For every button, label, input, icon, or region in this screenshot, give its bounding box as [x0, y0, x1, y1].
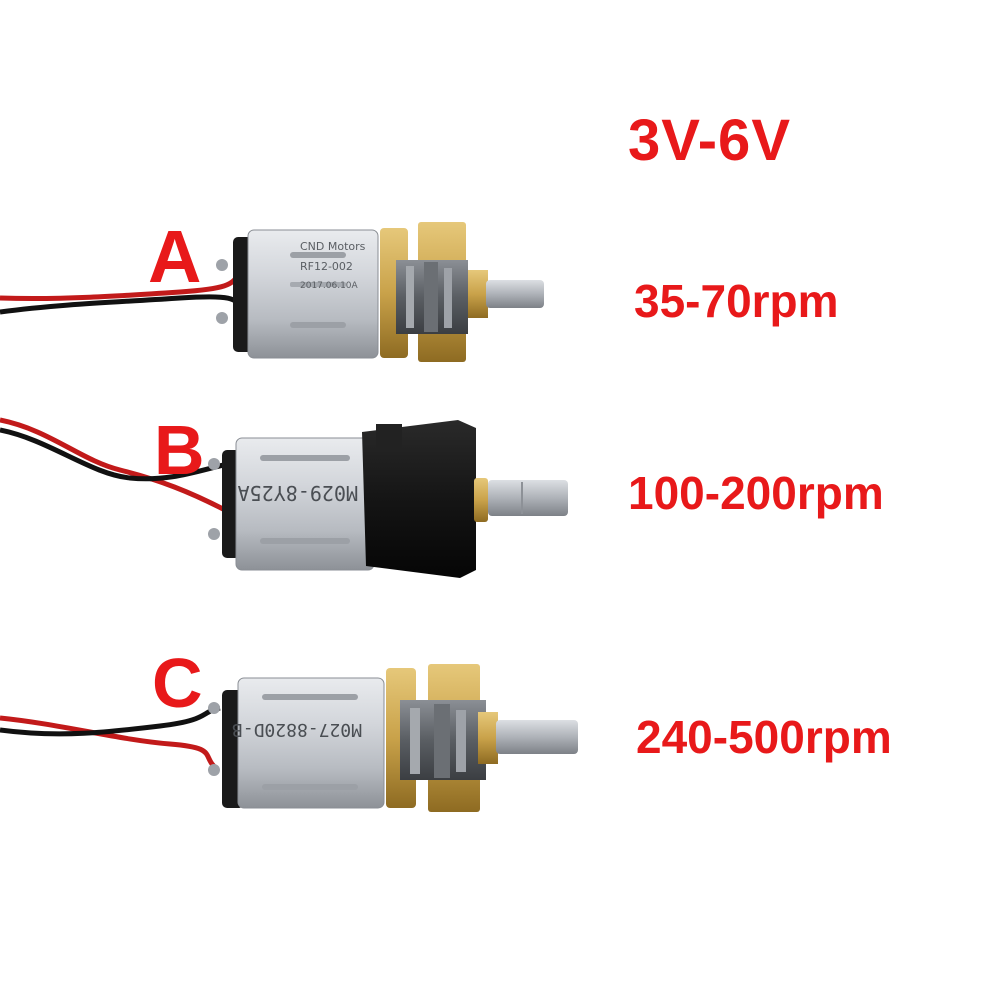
motor-a-print-line1: CND Motors [300, 240, 366, 253]
motor-b-wire-black [0, 427, 229, 482]
motor-c-rpm-label: 240-500rpm [636, 711, 892, 763]
motor-c: M027-8820D-B [0, 664, 578, 812]
voltage-label: 3V-6V [628, 108, 791, 173]
motor-c-letter: C [152, 644, 203, 722]
motor-b-wire-red [0, 417, 227, 513]
motor-a: CND Motors RF12-002 2017.06.10A [0, 222, 544, 362]
motor-b-letter: B [154, 411, 205, 489]
motor-a-print-line3: 2017.06.10A [300, 281, 359, 291]
motor-a-print-line2: RF12-002 [300, 260, 353, 273]
motor-c-print: M027-8820D-B [232, 719, 362, 740]
motor-c-wire-black [0, 705, 221, 737]
motor-b: M029-8Y25A [0, 417, 568, 578]
motor-b-print: M029-8Y25A [238, 481, 358, 505]
motor-a-rpm-label: 35-70rpm [634, 275, 839, 327]
motor-a-letter: A [148, 215, 202, 298]
motor-c-wire-red [0, 715, 220, 772]
motor-a-wire-red [0, 266, 247, 302]
motor-b-rpm-label: 100-200rpm [628, 467, 884, 519]
